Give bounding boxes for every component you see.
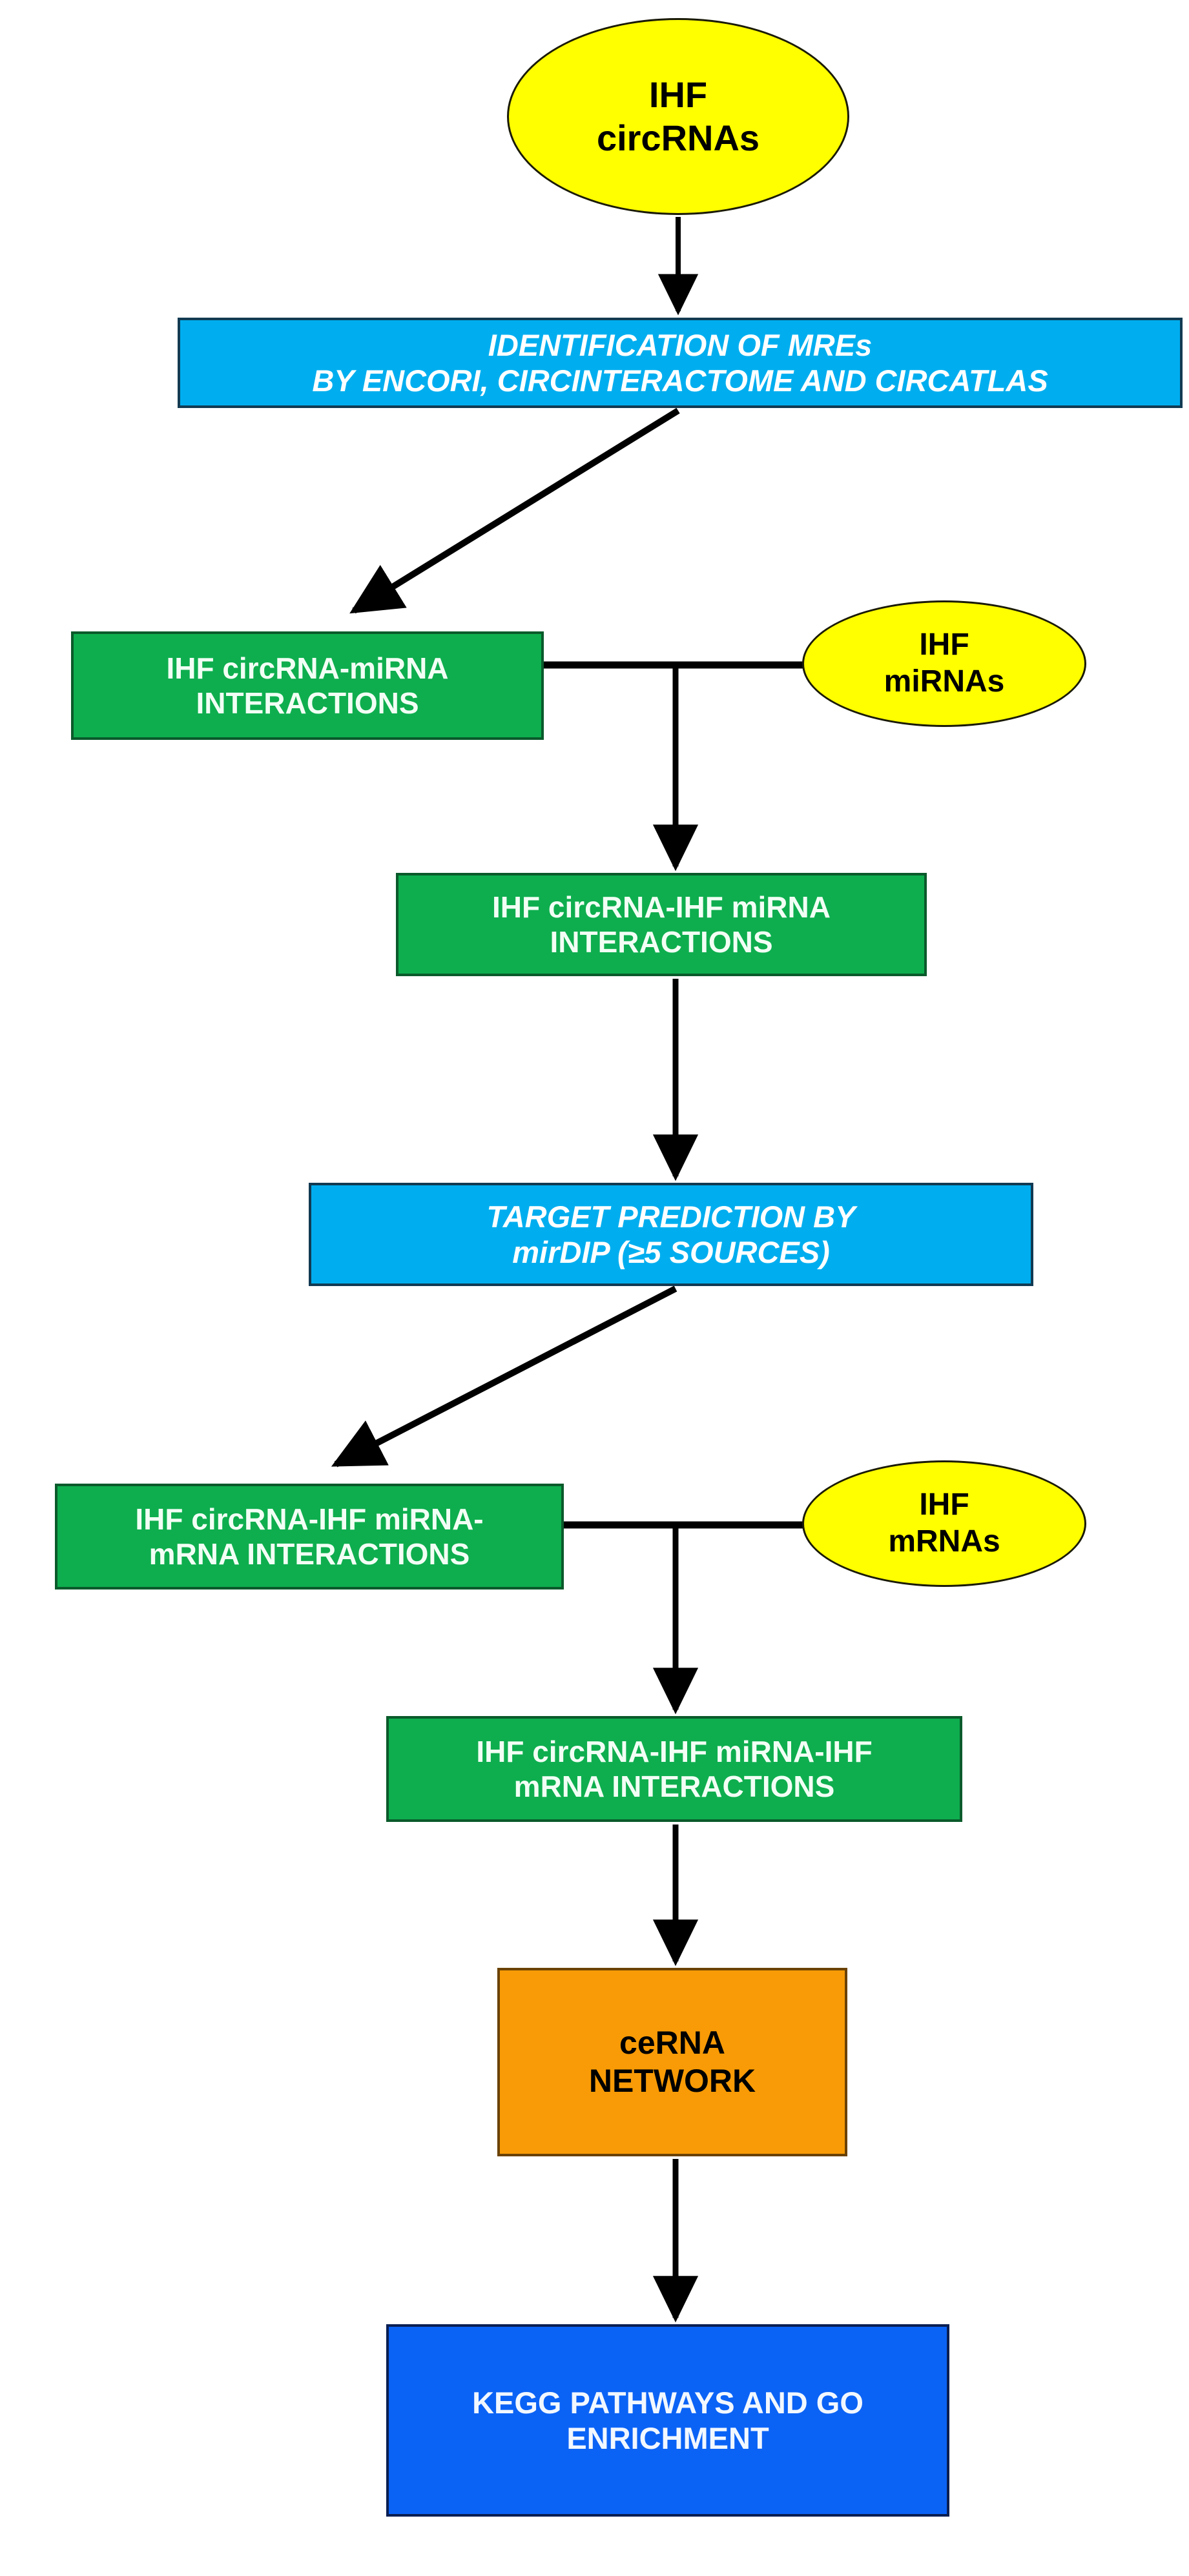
edge-identification-to-circ-mirna xyxy=(349,407,680,614)
node-cerna-network[interactable]: ceRNA NETWORK xyxy=(497,1968,847,2156)
node-circrna-mirna-interactions[interactable]: IHF circRNA-miRNA INTERACTIONS xyxy=(71,631,544,740)
node-label-cerna-network: ceRNA NETWORK xyxy=(588,2025,756,2099)
node-label-identification-of-mres: IDENTIFICATION OF MREs BY ENCORI, CIRCIN… xyxy=(312,327,1048,398)
node-identification-of-mres[interactable]: IDENTIFICATION OF MREs BY ENCORI, CIRCIN… xyxy=(178,318,1183,408)
node-label-target-prediction-mirdip: TARGET PREDICTION BY mirDIP (≥5 SOURCES) xyxy=(486,1199,856,1269)
node-circrna-ihf-mirna-interactions[interactable]: IHF circRNA-IHF miRNA INTERACTIONS xyxy=(396,873,927,976)
node-label-circrna-ihf-mirna-ihf-mrna-interactions: IHF circRNA-IHF miRNA-IHF mRNA INTERACTI… xyxy=(476,1734,873,1803)
node-kegg-pathways-go-enrichment[interactable]: KEGG PATHWAYS AND GO ENRICHMENT xyxy=(386,2324,949,2517)
node-ihf-circrnas[interactable]: IHF circRNAs xyxy=(507,18,849,215)
node-label-circrna-ihf-mirna-mrna-interactions: IHF circRNA-IHF miRNA- mRNA INTERACTIONS xyxy=(135,1502,484,1571)
node-label-circrna-ihf-mirna-interactions: IHF circRNA-IHF miRNA INTERACTIONS xyxy=(492,890,831,959)
node-label-ihf-mirnas: IHF miRNAs xyxy=(884,628,1005,699)
node-label-ihf-circrnas: IHF circRNAs xyxy=(596,74,760,158)
node-label-circrna-mirna-interactions: IHF circRNA-miRNA INTERACTIONS xyxy=(166,651,449,720)
node-circrna-ihf-mirna-ihf-mrna-interactions[interactable]: IHF circRNA-IHF miRNA-IHF mRNA INTERACTI… xyxy=(386,1716,962,1822)
node-circrna-ihf-mirna-mrna-interactions[interactable]: IHF circRNA-IHF miRNA- mRNA INTERACTIONS xyxy=(55,1484,564,1590)
node-target-prediction-mirdip[interactable]: TARGET PREDICTION BY mirDIP (≥5 SOURCES) xyxy=(309,1183,1033,1286)
node-ihf-mirnas[interactable]: IHF miRNAs xyxy=(802,600,1086,727)
node-label-kegg-pathways-go-enrichment: KEGG PATHWAYS AND GO ENRICHMENT xyxy=(472,2385,863,2455)
node-ihf-mrnas[interactable]: IHF mRNAs xyxy=(802,1460,1086,1587)
node-label-ihf-mrnas: IHF mRNAs xyxy=(888,1487,1000,1559)
edge-target-to-circ-mirna-mrna xyxy=(331,1285,677,1467)
